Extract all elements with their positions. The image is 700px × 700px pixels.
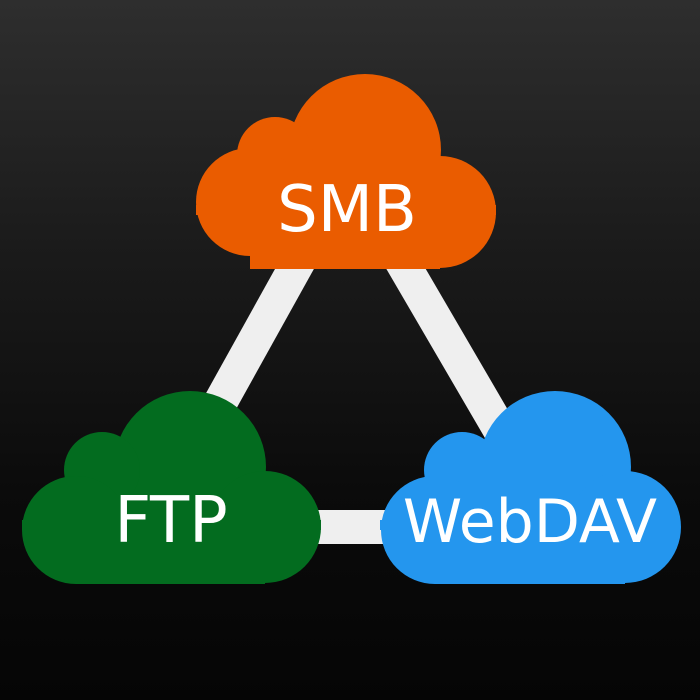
smb-label: SMB — [277, 173, 417, 247]
webdav-cloud-shape — [380, 391, 681, 584]
smb-cloud[interactable]: SMB — [196, 74, 496, 269]
webdav-cloud[interactable]: WebDAV — [380, 391, 681, 584]
smb-cloud-shape — [196, 74, 496, 269]
connector-smb-webdav — [380, 241, 515, 439]
ftp-cloud[interactable]: FTP — [22, 391, 321, 584]
ftp-cloud-shape — [22, 391, 321, 584]
ftp-label: FTP — [114, 484, 227, 558]
webdav-label: WebDAV — [403, 487, 657, 557]
